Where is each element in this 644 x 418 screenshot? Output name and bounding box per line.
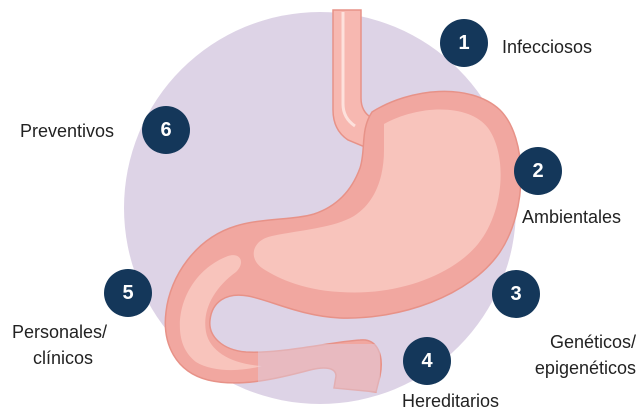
label-personales-line2: clínicos [12, 346, 114, 370]
badge-6: 6 [142, 106, 190, 154]
pylorus-highlight [258, 344, 380, 392]
label-ambientales: Ambientales [522, 205, 621, 229]
badge-1: 1 [440, 19, 488, 67]
label-infecciosos: Infecciosos [502, 35, 592, 59]
label-geneticos-line1: Genéticos/ [520, 330, 636, 354]
badge-2: 2 [514, 147, 562, 195]
label-preventivos: Preventivos [20, 119, 114, 143]
label-hereditarios: Hereditarios [402, 389, 499, 413]
badge-5: 5 [104, 269, 152, 317]
label-personales-line1: Personales/ [12, 320, 107, 344]
label-geneticos-line2: epigenéticos [520, 356, 636, 380]
badge-4: 4 [403, 337, 451, 385]
badge-3: 3 [492, 270, 540, 318]
